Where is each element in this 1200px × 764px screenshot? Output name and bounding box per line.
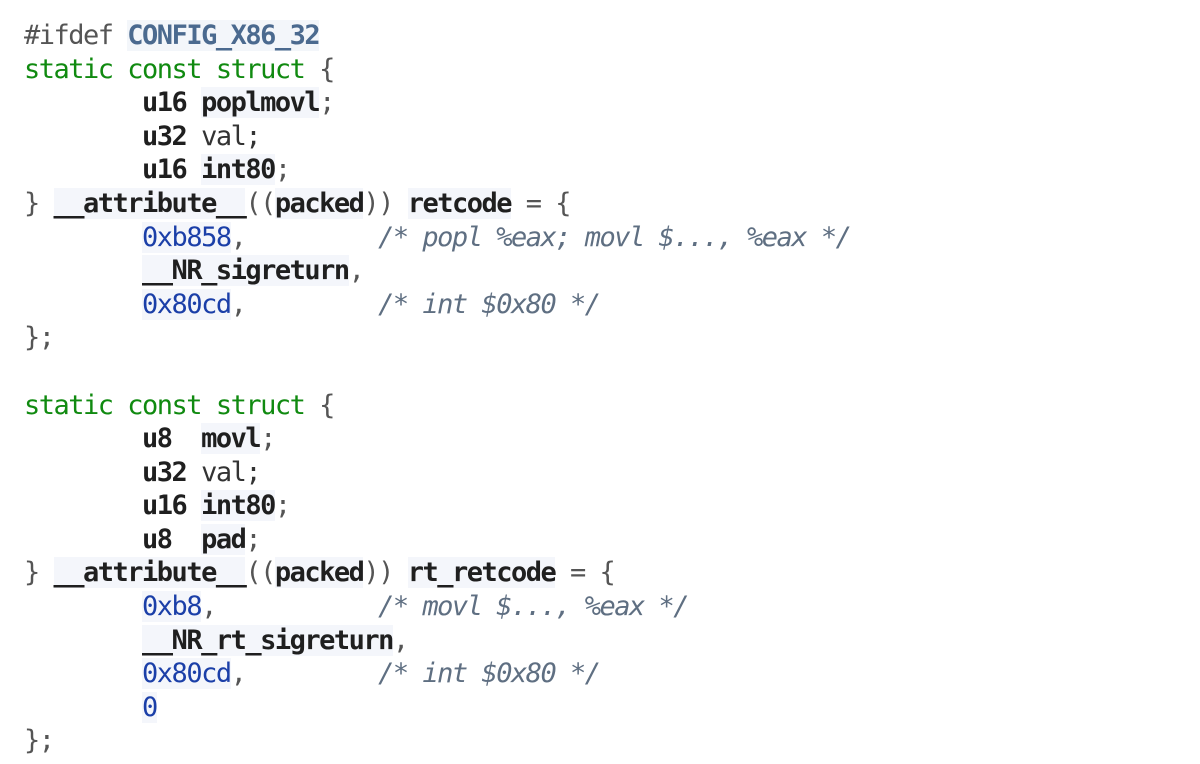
code-token: } [24, 188, 54, 219]
code-token: , [230, 289, 379, 320]
code-token: movl [201, 423, 262, 454]
code-token: 0xb8 [142, 591, 203, 622]
code-line: u16 poplmovl; [24, 86, 335, 120]
code-token [24, 692, 142, 723]
code-token: u16 [142, 490, 188, 521]
code-token [24, 490, 142, 521]
code-line: 0xb8, /* movl $..., %eax */ [24, 590, 690, 624]
code-token: { [304, 390, 335, 421]
code-token: val; [186, 121, 262, 152]
code-token: /* movl $..., %eax */ [378, 591, 689, 622]
code-token: , [230, 658, 379, 689]
code-token: u8 [142, 524, 173, 555]
code-token: ; [274, 154, 291, 185]
code-token: #ifdef [24, 20, 128, 51]
code-token: = { [510, 188, 572, 219]
code-token: = { [555, 557, 616, 588]
code-token [24, 222, 142, 253]
code-line: u32 val; [24, 456, 262, 490]
code-token: , [201, 591, 379, 622]
code-token [24, 87, 142, 118]
code-token: , [230, 222, 379, 253]
code-token: 0x80cd [142, 658, 232, 689]
code-token: int80 [201, 490, 276, 521]
code-token: u16 [142, 154, 188, 185]
code-token: static const struct [24, 390, 306, 421]
code-token [24, 289, 142, 320]
code-token [186, 490, 201, 521]
code-token: )) [363, 557, 408, 588]
code-token: /* popl %eax; movl $..., %eax */ [378, 222, 852, 253]
code-token: )) [363, 188, 408, 219]
code-token: __attribute__ [53, 557, 247, 588]
code-token [24, 658, 142, 689]
code-token: packed [274, 557, 365, 588]
code-token: , [348, 255, 365, 286]
code-line: u8 pad; [24, 523, 262, 557]
code-token: }; [24, 322, 55, 353]
code-line: } __attribute__((packed)) retcode = { [24, 187, 572, 221]
code-token [24, 121, 142, 152]
code-line: u8 movl; [24, 422, 276, 456]
code-token: } [24, 557, 54, 588]
code-token: CONFIG_X86_32 [127, 20, 321, 51]
code-token [186, 154, 201, 185]
code-token: __attribute__ [53, 188, 247, 219]
code-token: val; [186, 457, 262, 488]
code-token: u8 [142, 423, 173, 454]
code-token [172, 524, 202, 555]
code-token: /* int $0x80 */ [378, 289, 601, 320]
code-line: 0xb858, /* popl %eax; movl $..., %eax */ [24, 221, 852, 255]
code-token: __NR_sigreturn [142, 255, 350, 286]
code-token: ; [319, 87, 335, 118]
code-line: } __attribute__((packed)) rt_retcode = { [24, 556, 616, 590]
code-token: int80 [201, 154, 276, 185]
code-token: 0 [142, 692, 158, 723]
code-token: u16 [142, 87, 188, 118]
code-token: packed [274, 188, 365, 219]
code-token: retcode [407, 188, 512, 219]
code-line: }; [24, 724, 55, 758]
code-token: poplmovl [201, 87, 321, 118]
code-line: 0 [24, 691, 158, 725]
code-line: static const struct { [24, 389, 335, 423]
code-token: ; [260, 423, 276, 454]
code-token [186, 87, 201, 118]
code-token: (( [245, 557, 276, 588]
code-line: 0x80cd, /* int $0x80 */ [24, 657, 601, 691]
code-line: }; [24, 321, 55, 355]
code-token: /* int $0x80 */ [378, 658, 601, 689]
code-token [24, 154, 142, 185]
code-token [24, 524, 142, 555]
code-line: static const struct { [24, 53, 335, 87]
code-token [24, 423, 142, 454]
code-line: u16 int80; [24, 489, 291, 523]
code-line: __NR_sigreturn, [24, 254, 365, 288]
code-token: { [304, 54, 335, 85]
code-token [24, 625, 142, 656]
code-token: ; [274, 490, 291, 521]
code-token: static const struct [24, 54, 306, 85]
code-token: u32 [142, 121, 188, 152]
code-line: u16 int80; [24, 153, 291, 187]
code-line: 0x80cd, /* int $0x80 */ [24, 288, 601, 322]
code-token: pad [201, 524, 247, 555]
code-line: #ifdef CONFIG_X86_32 [24, 19, 321, 53]
code-token: ; [245, 524, 261, 555]
code-token: (( [245, 188, 276, 219]
code-token: __NR_rt_sigreturn [142, 625, 394, 656]
code-line: __NR_rt_sigreturn, [24, 624, 409, 658]
code-line: u32 val; [24, 120, 262, 154]
code-token [24, 591, 142, 622]
code-token: 0x80cd [142, 289, 232, 320]
code-token: rt_retcode [407, 557, 557, 588]
code-token: 0xb858 [142, 222, 232, 253]
code-token [24, 457, 142, 488]
code-token: u32 [142, 457, 188, 488]
code-token: }; [24, 725, 55, 756]
code-token [172, 423, 202, 454]
code-token: , [392, 625, 409, 656]
code-token [24, 255, 142, 286]
